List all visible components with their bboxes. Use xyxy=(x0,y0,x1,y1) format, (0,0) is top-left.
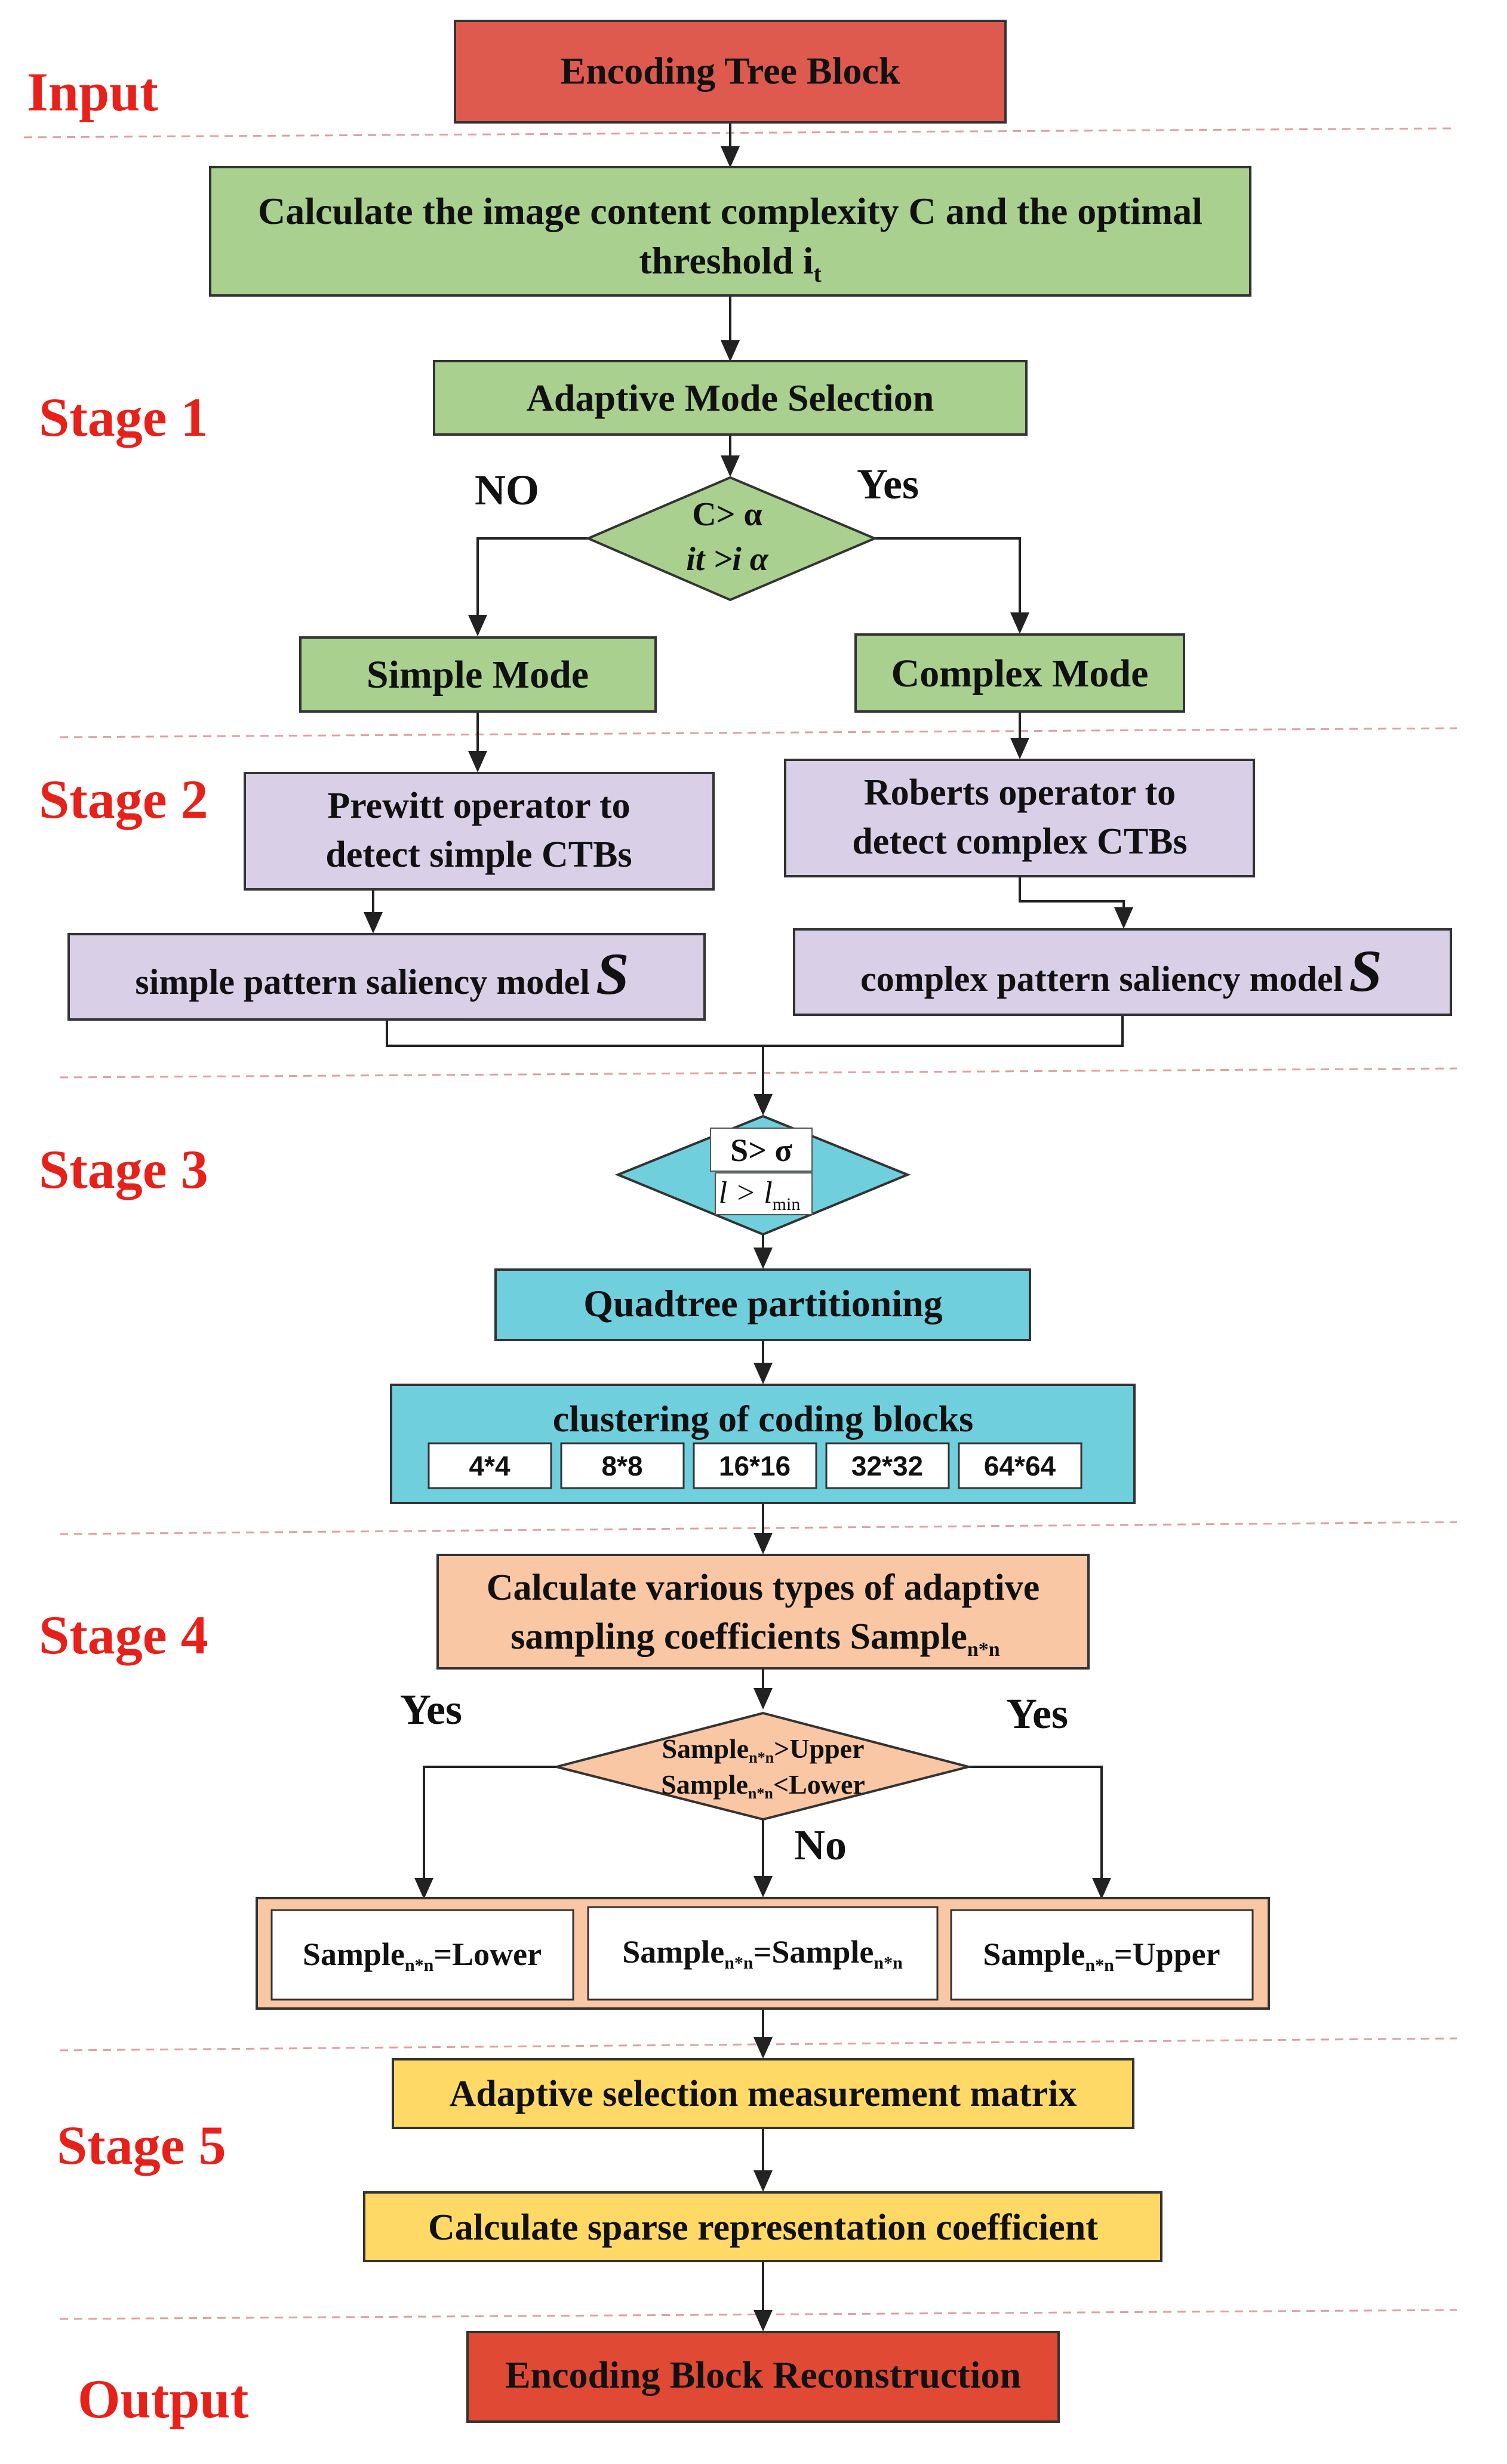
calculate-complexity-node: Calculate the image content complexity C… xyxy=(209,166,1251,297)
sparse-coefficient-label: Calculate sparse representation coeffici… xyxy=(428,2207,1098,2248)
roberts-operator-node: Roberts operator to detect complex CTBs xyxy=(784,759,1255,877)
complexity-decision-diamond: C> α it >i α xyxy=(585,476,878,602)
stage-label-3: Stage 3 xyxy=(39,1139,208,1200)
block-size-cells: 4*4 8*8 16*16 32*32 64*64 xyxy=(428,1442,1082,1489)
roberts-line1: Roberts operator to xyxy=(864,772,1176,813)
stage-label-input: Input xyxy=(27,61,158,122)
sampling-results-container: Samplen*n=Lower Samplen*n=Samplen*n Samp… xyxy=(256,1897,1270,2010)
branch-label-yes-left: Yes xyxy=(400,1686,462,1733)
result-lower-box xyxy=(270,1909,574,2001)
result-upper-box xyxy=(950,1909,1254,2001)
decision1-line2: it >i α xyxy=(686,541,769,578)
prewitt-line2: detect simple CTBs xyxy=(325,834,632,875)
reconstruction-node: Encoding Block Reconstruction xyxy=(466,2331,1060,2423)
decision3-line2: Samplen*n<Lower xyxy=(661,1769,865,1802)
block-size-cell: 64*64 xyxy=(984,1450,1056,1482)
decision3-line1: Samplen*n>Upper xyxy=(662,1733,864,1766)
decision2-line2: l > lmin xyxy=(719,1176,801,1214)
sampling-decision-diamond: Samplen*n>Upper Samplen*n<Lower xyxy=(556,1711,973,1821)
branch-label-no: NO xyxy=(475,466,539,514)
result-upper-label: Samplen*n=Upper xyxy=(983,1936,1220,1975)
connectors xyxy=(364,122,1133,2331)
stage-label-4: Stage 4 xyxy=(39,1604,208,1665)
measurement-matrix-node: Adaptive selection measurement matrix xyxy=(392,2058,1134,2129)
block-size-cell: 16*16 xyxy=(719,1450,791,1482)
saliency-decision-diamond: S> σ l > lmin xyxy=(614,1114,911,1236)
measurement-matrix-label: Adaptive selection measurement matrix xyxy=(450,2074,1077,2114)
calculate-complexity-line2: threshold it xyxy=(639,239,822,287)
block-size-cell: 32*32 xyxy=(851,1450,923,1482)
block-size-cell: 4*4 xyxy=(469,1450,510,1482)
result-lower-label: Samplen*n=Lower xyxy=(303,1936,542,1975)
reconstruction-label: Encoding Block Reconstruction xyxy=(505,2354,1021,2396)
branch-label-yes: Yes xyxy=(857,460,919,508)
decision1-line1: C> α xyxy=(692,496,762,533)
stage-label-1: Stage 1 xyxy=(39,387,208,448)
calculate-sampling-line1: Calculate various types of adaptive xyxy=(487,1567,1040,1608)
stage-label-output: Output xyxy=(78,2368,249,2429)
block-size-cell: 8*8 xyxy=(601,1450,642,1482)
branch-label-yes-right: Yes xyxy=(1006,1690,1068,1738)
complex-mode-node: Complex Mode xyxy=(854,633,1185,713)
stage-separators xyxy=(23,127,1457,2320)
adaptive-mode-selection-label: Adaptive Mode Selection xyxy=(527,377,934,419)
calculate-complexity-line1: Calculate the image content complexity C… xyxy=(258,190,1202,232)
branch-label-no-middle: No xyxy=(794,1821,847,1869)
prewitt-operator-node: Prewitt operator to detect simple CTBs xyxy=(244,772,715,891)
quadtree-label: Quadtree partitioning xyxy=(583,1282,943,1325)
encoding-tree-block-node: Encoding Tree Block xyxy=(454,20,1007,124)
result-same-label: Samplen*n=Samplen*n xyxy=(622,1934,903,1973)
prewitt-line1: Prewitt operator to xyxy=(327,786,630,826)
simple-mode-label: Simple Mode xyxy=(367,653,589,697)
encoding-tree-block-label: Encoding Tree Block xyxy=(561,50,900,92)
result-same-box xyxy=(587,1906,939,2001)
stage-label-5: Stage 5 xyxy=(57,2115,226,2176)
decision2-line1: S> σ xyxy=(730,1132,792,1168)
calculate-sampling-node: Calculate various types of adaptive samp… xyxy=(436,1554,1090,1670)
sparse-coefficient-node: Calculate sparse representation coeffici… xyxy=(363,2191,1162,2262)
adaptive-mode-selection-node: Adaptive Mode Selection xyxy=(433,360,1028,436)
calculate-sampling-line2: sampling coefficients Samplen*n xyxy=(510,1616,1000,1661)
simple-mode-node: Simple Mode xyxy=(299,636,657,713)
quadtree-partitioning-node: Quadtree partitioning xyxy=(494,1268,1031,1341)
clustering-label: clustering of coding blocks xyxy=(553,1399,973,1440)
roberts-line2: detect complex CTBs xyxy=(852,821,1187,862)
clustering-node: clustering of coding blocks 4*4 8*8 16*1… xyxy=(390,1384,1136,1504)
complex-mode-label: Complex Mode xyxy=(891,652,1149,695)
stage-label-2: Stage 2 xyxy=(39,769,208,830)
